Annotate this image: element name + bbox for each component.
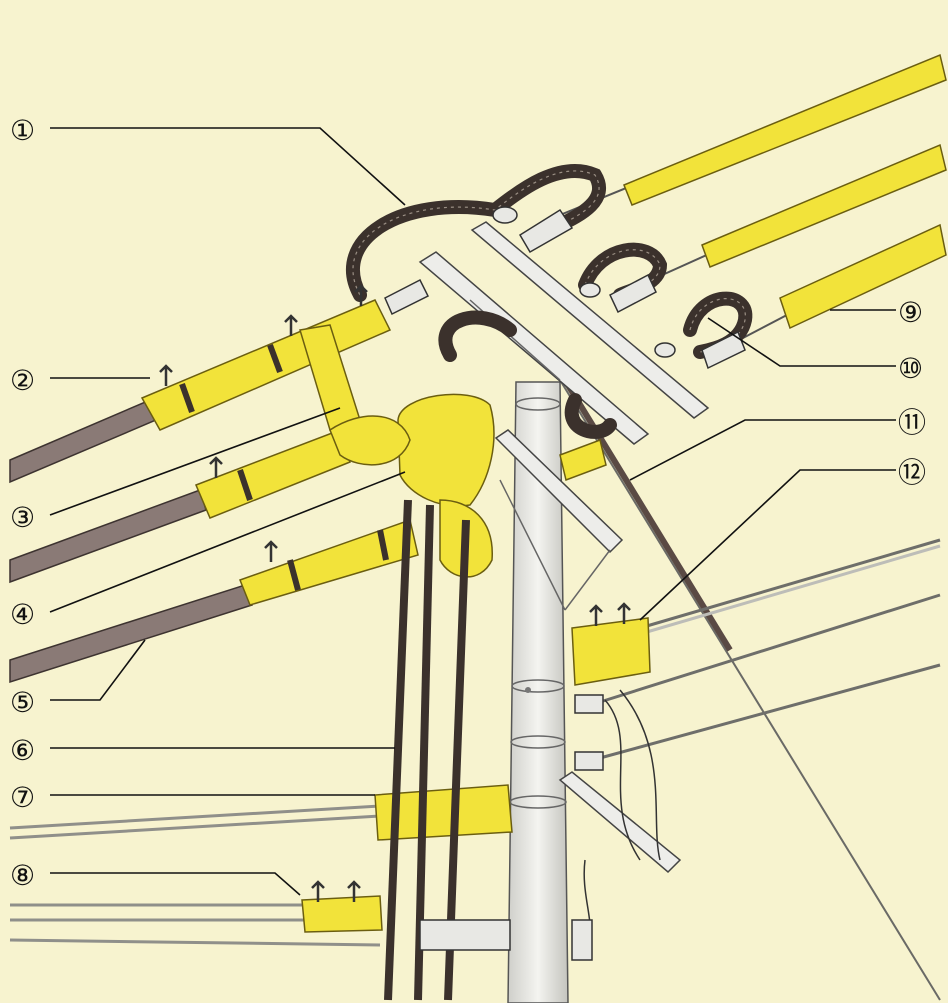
callout-2: ② [10, 364, 35, 397]
insulators [384, 206, 746, 370]
line-hose-bottom [779, 223, 947, 330]
leader-lines [49, 127, 896, 896]
callout-labels: ① ② ③ ④ ⑤ ⑥ ⑦ ⑧ ⑨ ⑩ ⑪ ⑫ [10, 114, 926, 892]
callout-8: ⑧ [10, 859, 35, 892]
leader-10 [707, 317, 896, 367]
callout-7: ⑦ [10, 781, 35, 814]
cover-clips [159, 284, 631, 902]
left-conductors [9, 398, 253, 684]
callout-6: ⑥ [10, 734, 35, 767]
callout-10: ⑩ [898, 352, 923, 385]
callout-9: ⑨ [898, 296, 923, 329]
callout-1: ① [10, 114, 35, 147]
leader-11 [629, 419, 896, 481]
callout-12: ⑫ [898, 456, 926, 489]
leader-12 [639, 469, 896, 621]
leader-8 [50, 872, 301, 896]
insulating-covers [140, 299, 651, 933]
crossarms [418, 221, 710, 874]
callout-3: ③ [10, 501, 35, 534]
line-hose-top [623, 53, 947, 206]
left-bottom-lines [9, 804, 381, 947]
leader-3 [49, 407, 341, 516]
leader-1 [50, 127, 406, 206]
callout-5: ⑤ [10, 686, 35, 719]
callout-11: ⑪ [898, 406, 926, 439]
right-low-voltage-lines [599, 538, 941, 760]
leader-5 [50, 639, 146, 701]
cover-bands [179, 343, 389, 591]
lower-equipment [419, 689, 661, 961]
leader-4 [49, 471, 406, 613]
right-overhead-lines [559, 53, 947, 351]
callout-4: ④ [10, 598, 35, 631]
line-hose-middle [701, 143, 947, 268]
